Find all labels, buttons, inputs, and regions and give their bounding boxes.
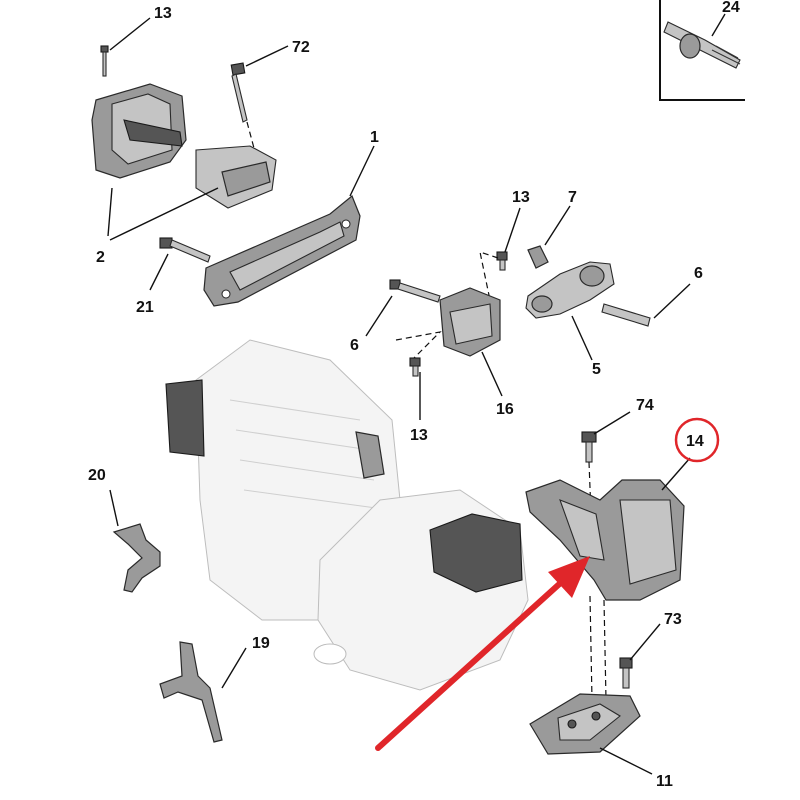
bolt-13-mid	[496, 251, 508, 271]
gearbox	[313, 489, 529, 691]
bolt-74	[581, 431, 597, 463]
bracket-19	[159, 641, 223, 743]
bracket-20	[112, 523, 161, 593]
leader-5	[571, 315, 593, 361]
leader-72	[245, 45, 289, 67]
torque-rod-5	[525, 261, 651, 327]
engine-mount-2	[91, 83, 277, 209]
inset-box-part-24	[659, 0, 745, 101]
callout-6-right: 6	[694, 265, 703, 282]
callout-24: 24	[722, 0, 740, 16]
leader-13-top	[109, 17, 151, 51]
callout-13-top: 13	[154, 5, 172, 22]
callout-73: 73	[664, 611, 682, 628]
callout-7: 7	[568, 189, 577, 206]
leader-6-right	[653, 283, 691, 319]
leader-19	[221, 647, 247, 689]
dash-14a	[603, 599, 607, 701]
leader-74	[593, 411, 631, 435]
red-pointer-arrow	[375, 556, 590, 751]
callout-19: 19	[252, 635, 270, 652]
leader-1	[349, 145, 375, 197]
callout-6-left: 6	[350, 337, 359, 354]
leader-6-left	[365, 295, 393, 337]
bolt-6-left	[389, 279, 441, 303]
gearbox-mount-14	[525, 479, 685, 601]
callout-11: 11	[656, 773, 673, 790]
leader-21	[149, 253, 169, 291]
callout-21: 21	[136, 299, 154, 316]
dash-13-lower	[395, 331, 442, 363]
leader-2a	[107, 187, 113, 237]
leader-13-mid	[504, 207, 521, 253]
clip-7	[527, 245, 549, 269]
leader-24	[711, 13, 726, 37]
leader-14	[661, 457, 691, 491]
dash-13-mid	[479, 251, 499, 301]
bolt-21	[159, 237, 211, 263]
callout-13-mid: 13	[512, 189, 530, 206]
highlight-ring-14	[674, 417, 720, 463]
bracket-1	[203, 195, 361, 307]
leader-7	[544, 205, 571, 246]
mount-16	[439, 287, 501, 357]
base-mount-11	[529, 693, 641, 755]
leader-2b	[109, 187, 219, 241]
dash-14b	[589, 595, 593, 701]
leader-73	[629, 623, 661, 661]
stud-bolt-24	[663, 21, 741, 69]
callout-2: 2	[96, 249, 105, 266]
callout-74: 74	[636, 397, 654, 414]
callout-13-lower: 13	[410, 427, 428, 444]
bolt-73	[619, 657, 633, 689]
leader-16	[481, 351, 503, 397]
bolt-13-lower	[409, 357, 421, 377]
callout-72: 72	[292, 39, 310, 56]
leader-11	[599, 747, 653, 775]
callout-5: 5	[592, 361, 601, 378]
leader-20	[109, 489, 119, 527]
callout-20: 20	[88, 467, 106, 484]
bolt-13-top	[100, 45, 109, 77]
callout-14: 14	[686, 433, 704, 450]
callout-1: 1	[370, 129, 379, 146]
callout-16: 16	[496, 401, 514, 418]
bolt-72	[230, 62, 248, 123]
